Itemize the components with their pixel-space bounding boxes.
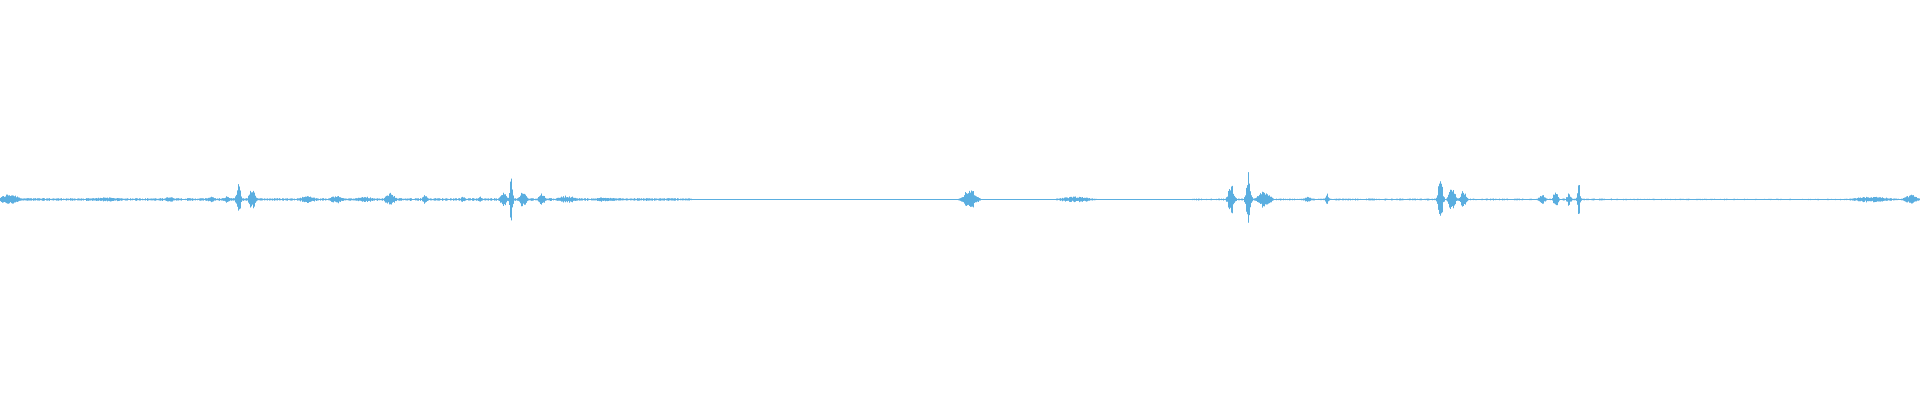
waveform-path — [0, 172, 1920, 223]
waveform-samples — [0, 172, 1920, 223]
